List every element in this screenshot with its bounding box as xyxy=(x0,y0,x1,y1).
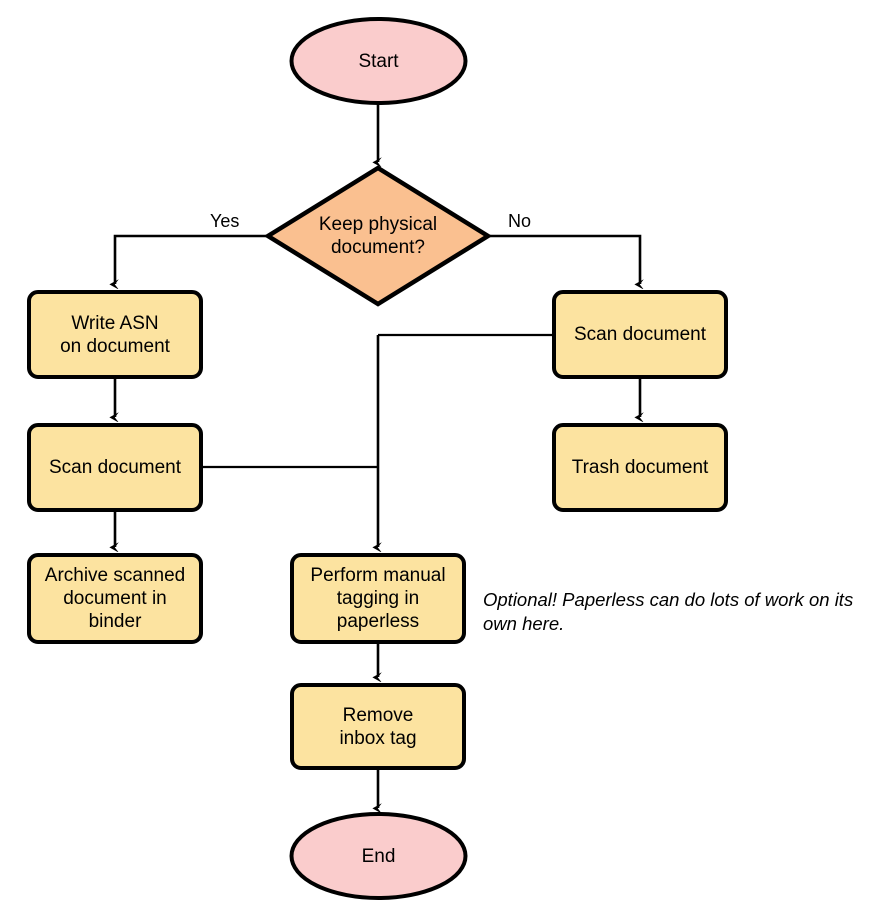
edge-label-no: No xyxy=(508,211,532,231)
node-trash-document[interactable] xyxy=(552,423,728,512)
node-start[interactable] xyxy=(289,17,468,105)
edge-decision-no-to-scan-right xyxy=(490,234,640,284)
edge-decision-yes-to-write-asn xyxy=(115,234,266,284)
edge-label-yes: Yes xyxy=(210,211,240,231)
optional-note: Optional! Paperless can do lots of work … xyxy=(483,589,854,634)
node-perform-manual-tagging-in-paperless[interactable] xyxy=(290,553,466,644)
node-end[interactable] xyxy=(289,812,468,900)
node-write-asn-on-document[interactable] xyxy=(27,290,203,379)
node-scan-document-right[interactable] xyxy=(552,290,728,379)
node-remove-inbox-tag[interactable] xyxy=(290,683,466,770)
node-decision-keep-physical-document[interactable] xyxy=(263,165,493,307)
node-archive-scanned-document-in-binder[interactable] xyxy=(27,553,203,644)
node-scan-document-left[interactable] xyxy=(27,423,203,512)
